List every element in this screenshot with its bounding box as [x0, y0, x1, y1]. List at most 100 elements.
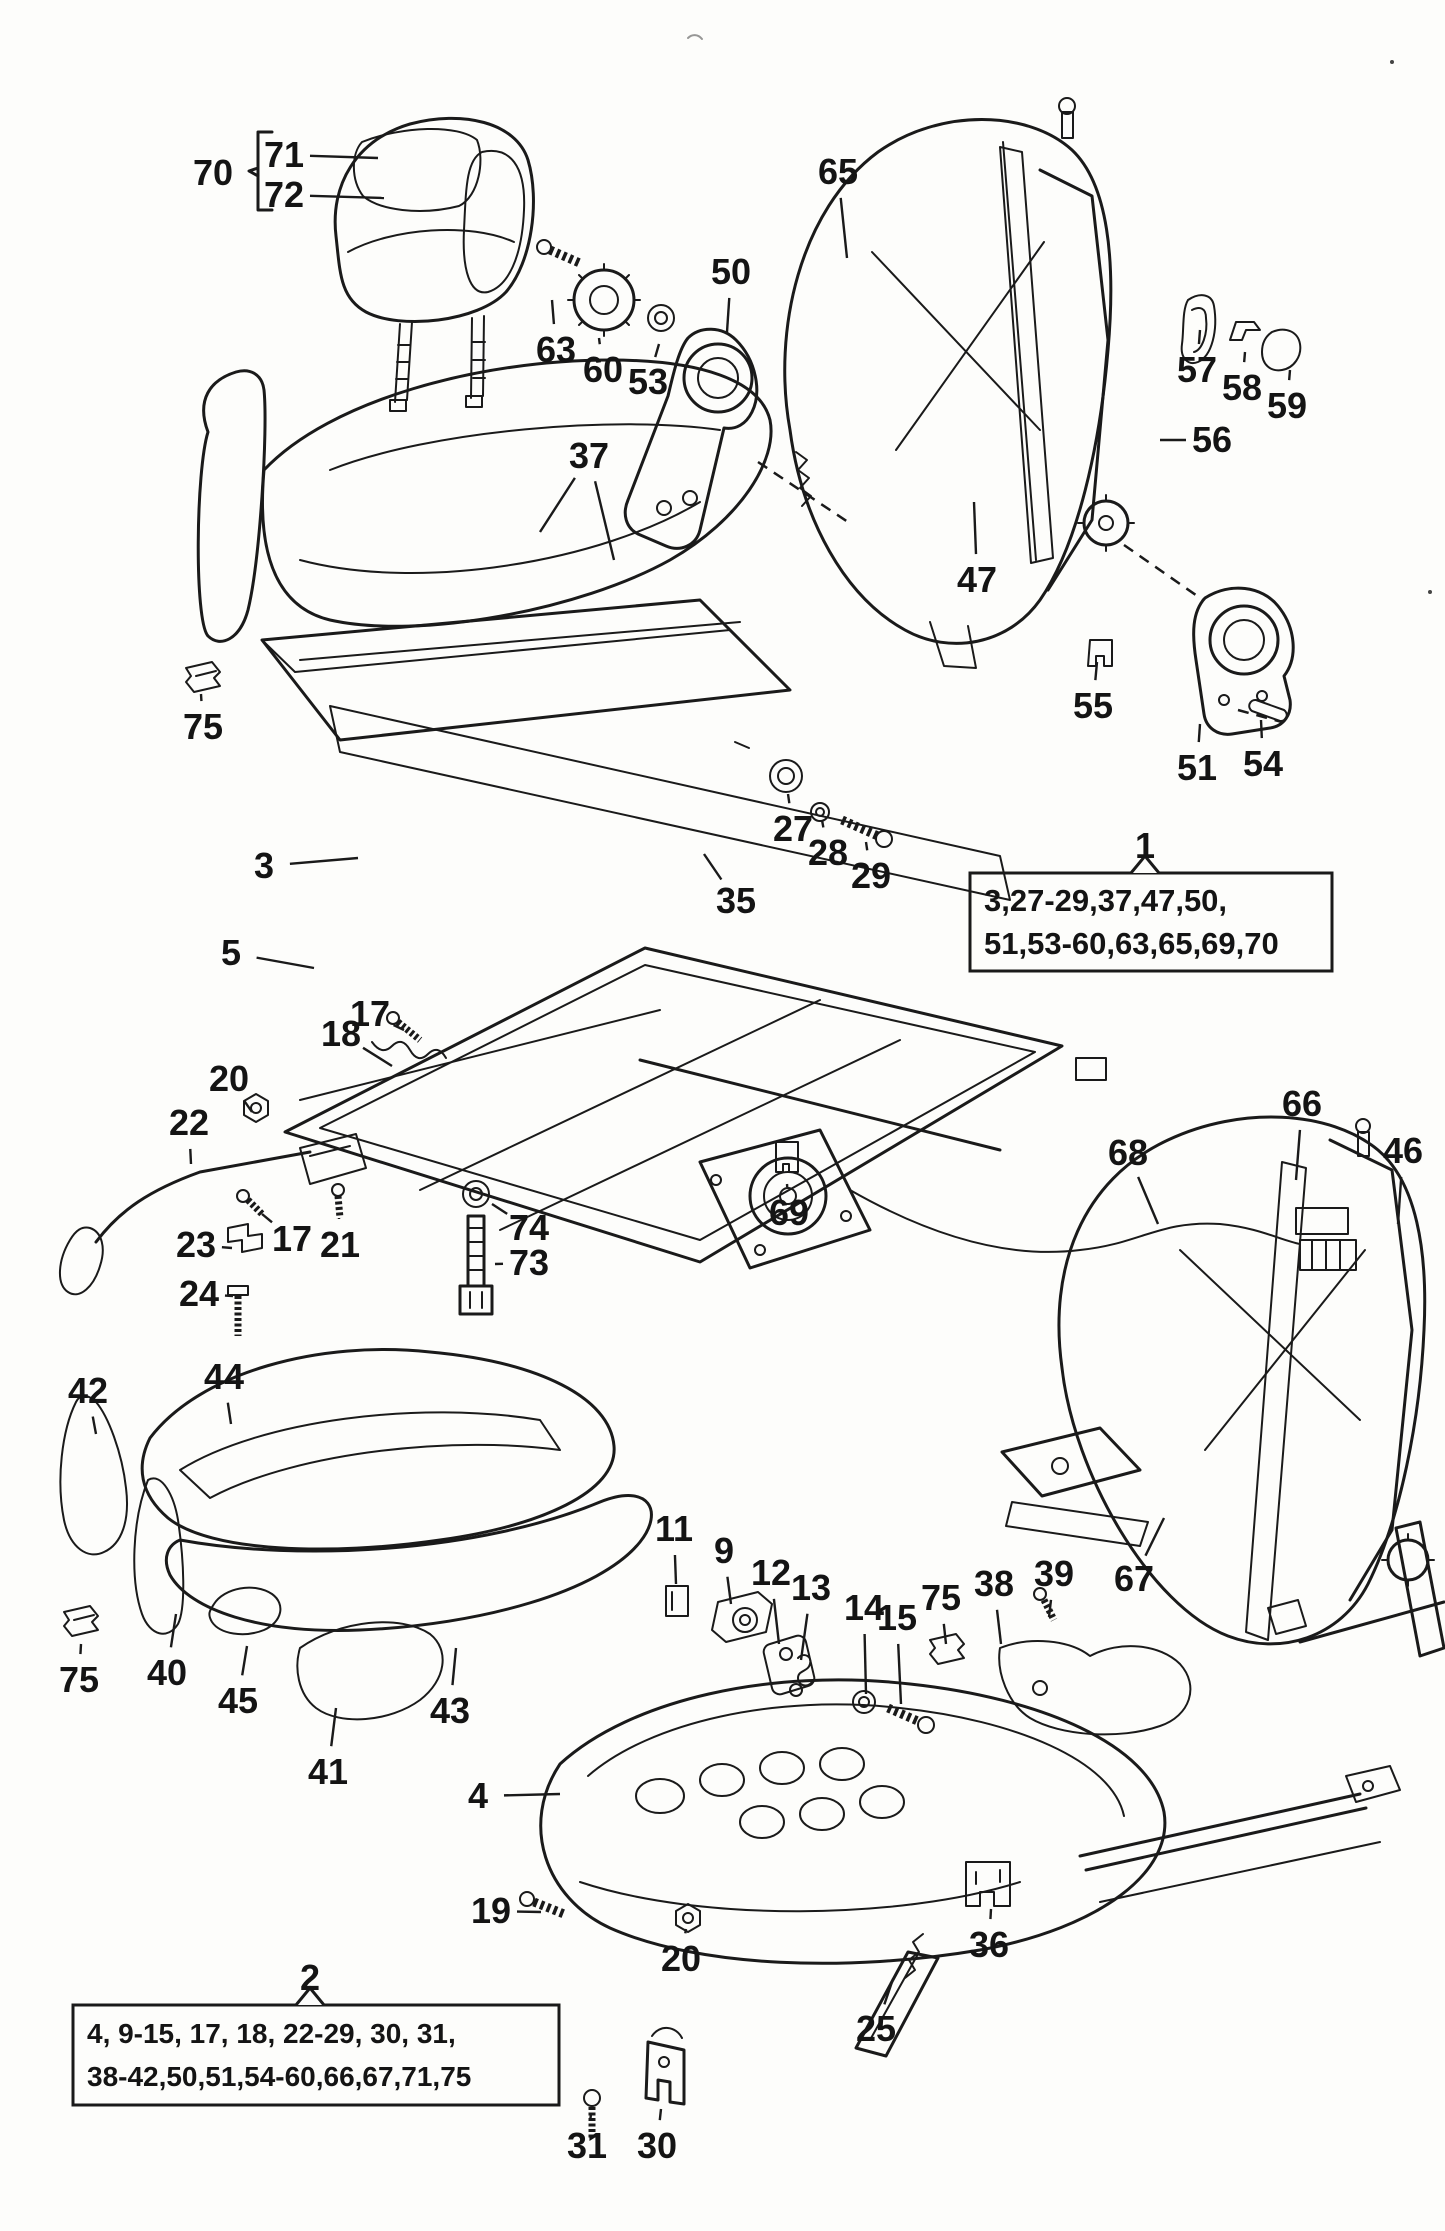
leader-line-17 [393, 1023, 405, 1032]
leader-line-31 [589, 2113, 593, 2121]
leader-line-66 [1294, 1129, 1302, 1181]
leader-line-37 [538, 477, 576, 533]
part-callout-55: 55 [1073, 685, 1113, 726]
part-callout-53: 53 [628, 361, 668, 402]
part-callout-63: 63 [536, 329, 576, 370]
part-callout-25: 25 [856, 2008, 896, 2049]
leader-line-67 [1144, 1517, 1166, 1557]
leader-line-38 [995, 1609, 1003, 1645]
part-callout-27: 27 [773, 808, 813, 849]
leader-line-42 [91, 1416, 98, 1435]
group-box-1-line-1: 3,27-29,37,47,50, [984, 883, 1227, 918]
part-callout-41: 41 [308, 1751, 348, 1792]
leader-line-35 [703, 853, 723, 881]
part-callout-43: 43 [430, 1690, 470, 1731]
part-callout-5: 5 [221, 932, 241, 973]
backrest-65-drawing [783, 97, 1204, 669]
part-callout-59: 59 [1267, 385, 1307, 426]
part-callout-42: 42 [68, 1370, 108, 1411]
leader-line-23 [221, 1245, 233, 1250]
part-callout-9: 9 [714, 1530, 734, 1571]
backrest-hardware-drawing [1087, 294, 1302, 736]
backrest-68-drawing [1000, 1115, 1445, 1658]
group-box-2-line-1: 4, 9-15, 17, 18, 22-29, 30, 31, [87, 2018, 456, 2049]
leader-line-46 [1396, 1176, 1403, 1225]
leader-line-53 [654, 343, 661, 358]
leader-line-63 [550, 299, 556, 325]
part-callout-75: 75 [921, 1577, 961, 1618]
part-callout-75: 75 [59, 1659, 99, 1700]
leader-line-55 [1094, 661, 1099, 681]
leader-line-57 [1197, 329, 1202, 345]
part-callout-45: 45 [218, 1680, 258, 1721]
part-callout-72: 72 [264, 174, 304, 215]
leader-line-36 [989, 1908, 993, 1920]
part-callout-74: 74 [509, 1207, 549, 1248]
leader-line-15 [897, 1643, 903, 1705]
leader-line-37 [593, 480, 616, 561]
group-label-1: 1 [1135, 825, 1155, 866]
part-callout-4: 4 [468, 1775, 488, 1816]
part-callout-24: 24 [179, 1273, 219, 1314]
part-callout-20: 20 [209, 1058, 249, 1099]
part-callout-68: 68 [1108, 1132, 1148, 1173]
part-callout-38: 38 [974, 1563, 1014, 1604]
leader-line-43 [451, 1647, 458, 1686]
lower-cushion-drawing [59, 1348, 653, 1721]
bracket-70 [247, 130, 274, 212]
leader-line-3 [289, 856, 359, 865]
part-callout-69: 69 [769, 1192, 809, 1233]
leader-line-20 [242, 1099, 253, 1113]
part-callout-40: 40 [147, 1652, 187, 1693]
part-callout-31: 31 [567, 2125, 607, 2166]
part-callout-36: 36 [969, 1924, 1009, 1965]
leader-line-39 [1047, 1599, 1053, 1618]
leader-line-22 [189, 1148, 193, 1165]
seat-cushion-drawing [185, 358, 1011, 901]
part-callout-47: 47 [957, 559, 997, 600]
group-box-2-line-2: 38-42,50,51,54-60,66,67,71,75 [87, 2061, 471, 2092]
part-callout-44: 44 [204, 1356, 244, 1397]
leader-line-58 [1242, 351, 1247, 363]
part-callout-65: 65 [818, 151, 858, 192]
leader-line-71 [309, 154, 379, 160]
part-callout-21: 21 [320, 1224, 360, 1265]
part-callout-75: 75 [183, 706, 223, 747]
part-callout-15: 15 [877, 1597, 917, 1638]
leader-line-20 [684, 1928, 688, 1934]
leader-line-60 [597, 337, 601, 345]
leader-line-18 [362, 1046, 393, 1068]
leader-lines-layer [79, 154, 1403, 2121]
part-callout-3: 3 [254, 845, 274, 886]
leader-line-44 [226, 1402, 233, 1425]
leader-line-41 [330, 1707, 338, 1747]
part-callout-11: 11 [655, 1508, 693, 1549]
leader-line-75 [79, 1643, 83, 1655]
leader-line-54 [1259, 719, 1264, 739]
part-callout-60: 60 [583, 349, 623, 390]
leader-line-75 [942, 1623, 948, 1645]
leader-line-25 [883, 1978, 895, 2005]
part-callout-35: 35 [716, 880, 756, 921]
group-box-caret-1 [1129, 853, 1161, 874]
part-callout-17: 17 [350, 993, 390, 1034]
leader-line-13 [799, 1613, 809, 1661]
part-callout-37: 37 [569, 435, 609, 476]
leader-line-40 [169, 1613, 178, 1648]
part-callout-19: 19 [471, 1890, 511, 1931]
leader-line-47 [972, 501, 978, 555]
part-callout-67: 67 [1114, 1558, 1154, 1599]
leader-line-29 [864, 841, 869, 851]
part-callout-66: 66 [1282, 1083, 1322, 1124]
leader-line-5 [256, 956, 315, 970]
scan-artifacts [687, 34, 1432, 594]
part-callout-50: 50 [711, 251, 751, 292]
part-callout-73: 73 [509, 1242, 549, 1283]
recliner-cover-drawing [623, 327, 849, 550]
part-callout-23: 23 [176, 1224, 216, 1265]
leader-line-27 [786, 793, 791, 804]
part-callout-70: 70 [193, 152, 233, 193]
